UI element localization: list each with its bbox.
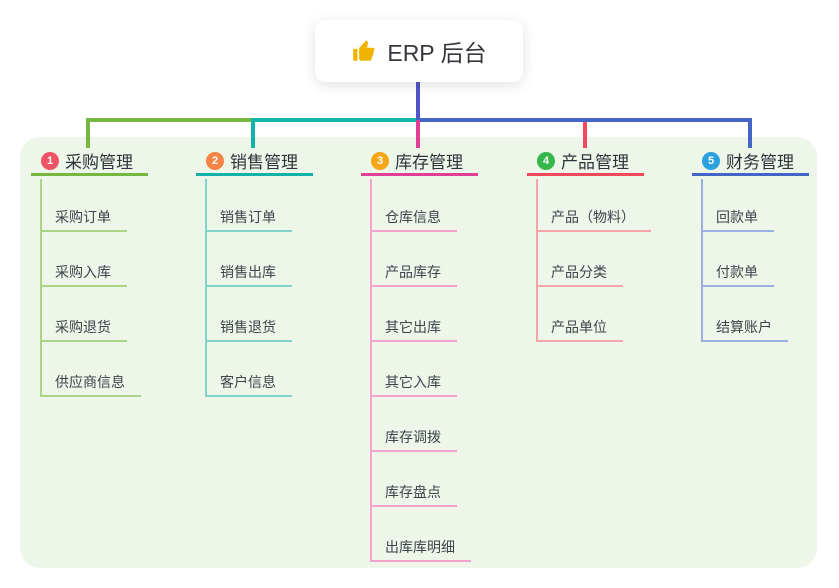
- child-node-warehouse-info[interactable]: 仓库信息: [370, 204, 457, 232]
- branch-inventory-header[interactable]: 3 库存管理: [361, 148, 478, 176]
- branch-sales-drop-line: [251, 118, 255, 148]
- child-node-product-material[interactable]: 产品（物料）: [536, 204, 651, 232]
- child-node-outbound-detail[interactable]: 出库库明细: [370, 534, 471, 562]
- child-label: 销售订单: [220, 209, 276, 225]
- root-label: ERP 后台: [387, 40, 487, 66]
- branch-finance-header[interactable]: 5 财务管理: [692, 148, 809, 176]
- child-label: 仓库信息: [385, 209, 441, 225]
- branch-label: 采购管理: [65, 153, 133, 172]
- branch-number-badge: 1: [41, 151, 59, 170]
- child-label: 销售退货: [220, 319, 276, 335]
- child-node-product-unit[interactable]: 产品单位: [536, 314, 623, 342]
- child-label: 出库库明细: [385, 539, 455, 555]
- child-label: 库存盘点: [385, 484, 441, 500]
- branch-number-badge: 3: [371, 151, 389, 170]
- child-node-settlement-account[interactable]: 结算账户: [701, 314, 788, 342]
- child-node-product-stock[interactable]: 产品库存: [370, 259, 457, 287]
- child-node-receipt-bill[interactable]: 回款单: [701, 204, 774, 232]
- child-label: 产品（物料）: [551, 209, 635, 225]
- child-label: 客户信息: [220, 374, 276, 390]
- child-label: 采购订单: [55, 209, 111, 225]
- root-node[interactable]: ERP 后台: [315, 20, 523, 82]
- branch-finance-drop-line: [748, 118, 752, 148]
- child-label: 回款单: [716, 209, 758, 225]
- child-node-other-inbound[interactable]: 其它入库: [370, 369, 457, 397]
- child-node-supplier-info[interactable]: 供应商信息: [40, 369, 141, 397]
- child-label: 付款单: [716, 264, 758, 280]
- branch-inventory-drop-line: [416, 120, 420, 148]
- child-label: 库存调拨: [385, 429, 441, 445]
- child-label: 其它出库: [385, 319, 441, 335]
- child-label: 采购退货: [55, 319, 111, 335]
- child-label: 供应商信息: [55, 374, 125, 390]
- child-node-stock-count[interactable]: 库存盘点: [370, 479, 457, 507]
- child-label: 销售出库: [220, 264, 276, 280]
- branch-label: 产品管理: [561, 153, 629, 172]
- root-connector-line: [416, 82, 420, 122]
- connector-line: [370, 179, 372, 562]
- connector-line: [40, 179, 42, 397]
- child-label: 结算账户: [716, 319, 772, 335]
- branch-sales-header[interactable]: 2 销售管理: [196, 148, 313, 176]
- child-node-payment-bill[interactable]: 付款单: [701, 259, 774, 287]
- child-label: 其它入库: [385, 374, 441, 390]
- child-node-purchase-inbound[interactable]: 采购入库: [40, 259, 127, 287]
- child-node-purchase-order[interactable]: 采购订单: [40, 204, 127, 232]
- branch-purchase-connector: [86, 118, 255, 122]
- branch-finance-connector: [416, 118, 752, 122]
- child-node-stock-transfer[interactable]: 库存调拨: [370, 424, 457, 452]
- branch-label: 财务管理: [726, 153, 794, 172]
- branch-purchase-drop-line: [86, 118, 90, 148]
- child-label: 产品单位: [551, 319, 607, 335]
- child-node-sales-order[interactable]: 销售订单: [205, 204, 292, 232]
- branch-sales-connector: [251, 118, 418, 122]
- branch-product-header[interactable]: 4 产品管理: [527, 148, 644, 176]
- thumbs-up-icon: [351, 38, 377, 64]
- branch-label: 库存管理: [395, 153, 463, 172]
- connector-line: [701, 179, 703, 342]
- child-label: 采购入库: [55, 264, 111, 280]
- connector-line: [536, 179, 538, 342]
- branch-number-badge: 4: [537, 151, 555, 170]
- child-node-other-outbound[interactable]: 其它出库: [370, 314, 457, 342]
- branch-number-badge: 2: [206, 151, 224, 170]
- child-node-customer-info[interactable]: 客户信息: [205, 369, 292, 397]
- child-node-product-category[interactable]: 产品分类: [536, 259, 623, 287]
- branch-label: 销售管理: [230, 153, 298, 172]
- branch-product-drop-line: [583, 122, 587, 148]
- branch-purchase-header[interactable]: 1 采购管理: [31, 148, 148, 176]
- branch-number-badge: 5: [702, 151, 720, 170]
- child-node-sales-outbound[interactable]: 销售出库: [205, 259, 292, 287]
- child-label: 产品库存: [385, 264, 441, 280]
- mindmap-background-panel: [20, 137, 817, 568]
- child-label: 产品分类: [551, 264, 607, 280]
- child-node-sales-return[interactable]: 销售退货: [205, 314, 292, 342]
- child-node-purchase-return[interactable]: 采购退货: [40, 314, 127, 342]
- connector-line: [205, 179, 207, 397]
